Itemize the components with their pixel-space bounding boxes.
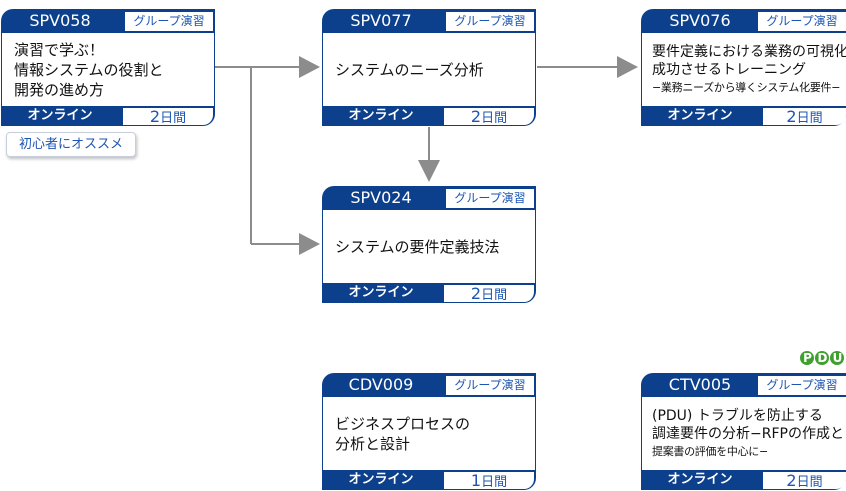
course-kind-badge: グループ演習 <box>446 189 534 208</box>
days-count: 2 <box>470 107 482 126</box>
card-body: システムのニーズ分析 <box>322 33 536 106</box>
pdu-letter: D <box>815 351 829 365</box>
arrowhead-right <box>617 56 638 78</box>
course-title-line: (PDU) トラブルを防止する <box>652 407 823 424</box>
course-subtitle-line: −業務ニーズから導くシステム化要件− <box>652 80 841 94</box>
course-code: SPV024 <box>350 188 412 207</box>
days-count: 1 <box>470 471 482 490</box>
course-duration: 2日間 <box>444 107 534 126</box>
course-kind-badge: グループ演習 <box>446 12 534 31</box>
card-header: CTV005 グループ演習 <box>641 373 846 397</box>
course-duration: 2日間 <box>444 284 534 303</box>
course-kind-badge: グループ演習 <box>758 376 846 395</box>
course-title: 要件定義における業務の可視化を 成功させるトレーニング −業務ニーズから導くシス… <box>652 33 846 106</box>
card-header: SPV024 グループ演習 <box>322 186 536 210</box>
card-body: ビジネスプロセスの 分析と設計 <box>322 397 536 470</box>
course-title-line: 情報システムの役割と <box>14 60 164 79</box>
days-count: 2 <box>786 471 797 490</box>
course-card-cdv009[interactable]: CDV009 グループ演習 ビジネスプロセスの 分析と設計 オンライン 1日間 <box>322 373 536 490</box>
course-code: CTV005 <box>668 375 732 394</box>
course-title: システムのニーズ分析 <box>335 33 529 106</box>
course-card-spv076[interactable]: SPV076 グループ演習 要件定義における業務の可視化を 成功させるトレーニン… <box>641 9 846 126</box>
card-header: CDV009 グループ演習 <box>322 373 536 397</box>
course-code: SPV058 <box>29 11 91 30</box>
arrowhead-down <box>418 160 440 182</box>
delivery-mode: オンライン <box>348 108 414 123</box>
card-footer: オンライン 2日間 <box>641 106 846 126</box>
course-title: システムの要件定義技法 <box>335 210 529 283</box>
course-title: (PDU) トラブルを防止する 調達要件の分析−RFPの作成と 提案書の評価を中… <box>652 397 846 470</box>
course-code: SPV077 <box>350 11 412 30</box>
card-footer: オンライン 2日間 <box>1 106 215 126</box>
delivery-mode: オンライン <box>667 472 733 487</box>
days-count: 2 <box>786 107 797 126</box>
course-duration: 2日間 <box>763 107 846 126</box>
course-title-line: 要件定義における業務の可視化を <box>652 43 846 60</box>
delivery-mode: オンライン <box>667 108 733 123</box>
course-kind-badge: グループ演習 <box>125 12 213 31</box>
course-code: CDV009 <box>348 375 414 394</box>
course-duration: 1日間 <box>444 471 534 490</box>
arrowhead-right <box>299 233 320 255</box>
pdu-letter: P <box>800 351 814 365</box>
pdu-letter: U <box>830 351 844 365</box>
days-unit: 日間 <box>796 111 823 126</box>
course-card-ctv005[interactable]: CTV005 グループ演習 (PDU) トラブルを防止する 調達要件の分析−RF… <box>641 373 846 490</box>
card-body: (PDU) トラブルを防止する 調達要件の分析−RFPの作成と 提案書の評価を中… <box>641 397 846 470</box>
course-title-line: 演習で学ぶ！ <box>14 40 105 59</box>
days-count: 2 <box>470 284 482 303</box>
course-title-line: システムのニーズ分析 <box>335 60 484 79</box>
card-body: システムの要件定義技法 <box>322 210 536 283</box>
course-code: SPV076 <box>669 11 731 30</box>
course-duration: 2日間 <box>763 471 846 490</box>
course-title-line: 成功させるトレーニング <box>652 61 806 78</box>
card-footer: オンライン 2日間 <box>322 283 536 303</box>
arrowhead-right <box>299 56 320 78</box>
course-title: ビジネスプロセスの 分析と設計 <box>335 397 529 470</box>
course-title-line: ビジネスプロセスの <box>335 414 471 433</box>
course-duration: 2日間 <box>123 107 213 126</box>
beginner-recommend-tag: 初心者にオススメ <box>6 132 136 157</box>
course-kind-badge: グループ演習 <box>758 12 846 31</box>
course-kind-badge: グループ演習 <box>446 376 534 395</box>
delivery-mode: オンライン <box>27 108 93 123</box>
course-title: 演習で学ぶ！ 情報システムの役割と 開発の進め方 <box>14 33 208 106</box>
card-body: 要件定義における業務の可視化を 成功させるトレーニング −業務ニーズから導くシス… <box>641 33 846 106</box>
course-title-line: システムの要件定義技法 <box>335 237 500 256</box>
course-title-line: 分析と設計 <box>335 434 411 453</box>
days-unit: 日間 <box>481 288 508 303</box>
delivery-mode: オンライン <box>348 285 414 300</box>
days-unit: 日間 <box>796 475 823 490</box>
card-footer: オンライン 2日間 <box>641 470 846 490</box>
card-footer: オンライン 1日間 <box>322 470 536 490</box>
course-subtitle-line: 提案書の評価を中心に− <box>652 444 768 458</box>
card-header: SPV058 グループ演習 <box>1 9 215 33</box>
delivery-mode: オンライン <box>348 472 414 487</box>
card-header: SPV076 グループ演習 <box>641 9 846 33</box>
course-title-line: 調達要件の分析−RFPの作成と <box>652 425 844 442</box>
course-card-spv024[interactable]: SPV024 グループ演習 システムの要件定義技法 オンライン 2日間 <box>322 186 536 303</box>
days-count: 2 <box>149 107 161 126</box>
days-unit: 日間 <box>160 111 187 126</box>
card-footer: オンライン 2日間 <box>322 106 536 126</box>
days-unit: 日間 <box>481 475 508 490</box>
course-title-line: 開発の進め方 <box>14 80 105 99</box>
card-header: SPV077 グループ演習 <box>322 9 536 33</box>
course-card-spv058[interactable]: SPV058 グループ演習 演習で学ぶ！ 情報システムの役割と 開発の進め方 オ… <box>1 9 215 126</box>
days-unit: 日間 <box>481 111 508 126</box>
card-body: 演習で学ぶ！ 情報システムの役割と 開発の進め方 <box>1 33 215 106</box>
course-card-spv077[interactable]: SPV077 グループ演習 システムのニーズ分析 オンライン 2日間 <box>322 9 536 126</box>
